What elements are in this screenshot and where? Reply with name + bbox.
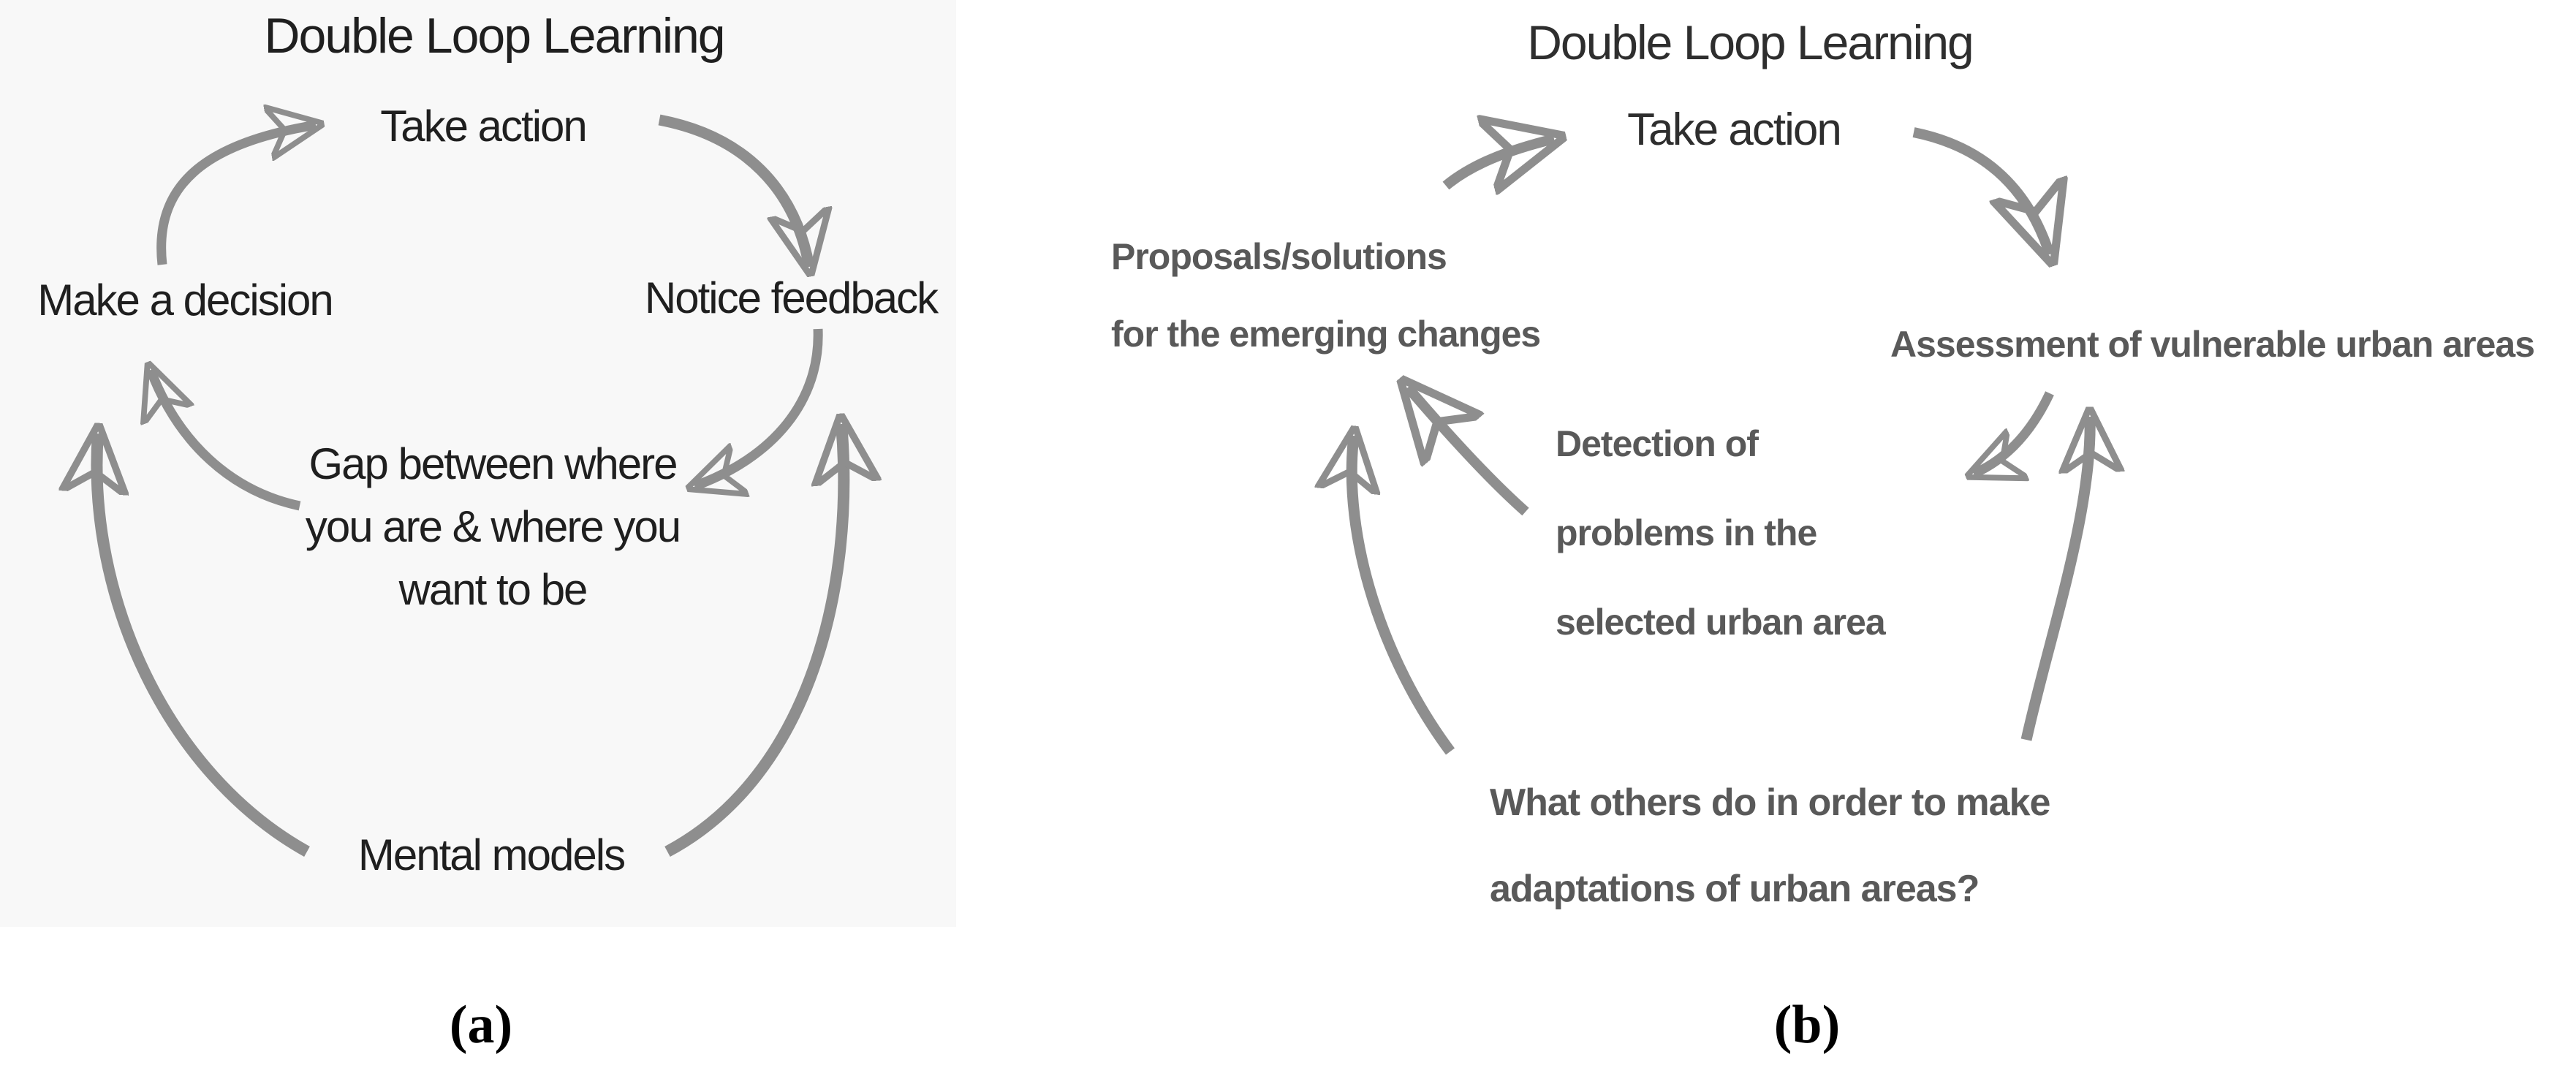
node-notice-feedback: Notice feedback <box>644 273 939 322</box>
panel-a-title: Double Loop Learning <box>264 8 725 64</box>
arrow-detection-to-proposals <box>1408 387 1529 516</box>
node-detection-line-2: problems in the <box>1556 512 1817 553</box>
arrow-take-action-to-notice-feedback <box>658 114 809 267</box>
node-assessment: Assessment of vulnerable urban areas <box>1890 324 2535 365</box>
arrow-notice-feedback-to-gap <box>694 328 823 486</box>
panel-b-title: Double Loop Learning <box>1527 15 1974 69</box>
node-gap-line-2: you are & where you <box>305 502 681 551</box>
panel-b-caption: (b) <box>1773 995 1841 1055</box>
node-gap-line-1: Gap between where <box>308 439 678 488</box>
arrow-mental-models-to-make-decision <box>96 433 310 857</box>
arrow-mental-models-to-gap <box>664 424 844 857</box>
arrow-proposals-to-take-action-b <box>1442 139 1554 186</box>
node-mental-models: Mental models <box>357 830 626 879</box>
node-detection-line-1: Detection of <box>1556 423 1759 464</box>
node-what-others-line-2: adaptations of urban areas? <box>1490 868 1980 910</box>
node-gap-line-3: want to be <box>398 565 588 614</box>
arrow-gap-to-make-decision <box>151 370 301 511</box>
node-take-action-b: Take action <box>1627 105 1842 155</box>
node-what-others-line-1: What others do in order to make <box>1490 781 2050 824</box>
arrow-make-decision-to-take-action <box>156 125 316 265</box>
arrow-assessment-to-detection <box>1974 391 2054 474</box>
node-proposals-line-1: Proposals/solutions <box>1111 236 1447 277</box>
node-detection-line-3: selected urban area <box>1556 602 1886 643</box>
node-take-action-a: Take action <box>380 102 588 151</box>
node-make-a-decision: Make a decision <box>37 276 334 325</box>
panel-a-background <box>0 0 956 927</box>
node-proposals-line-2: for the emerging changes <box>1111 314 1541 355</box>
arrow-take-action-b-to-assessment <box>1912 127 2050 254</box>
arrow-what-others-to-proposals <box>1352 436 1455 755</box>
panel-a-caption: (a) <box>449 995 513 1055</box>
arrow-what-others-to-assessment <box>2020 417 2090 741</box>
